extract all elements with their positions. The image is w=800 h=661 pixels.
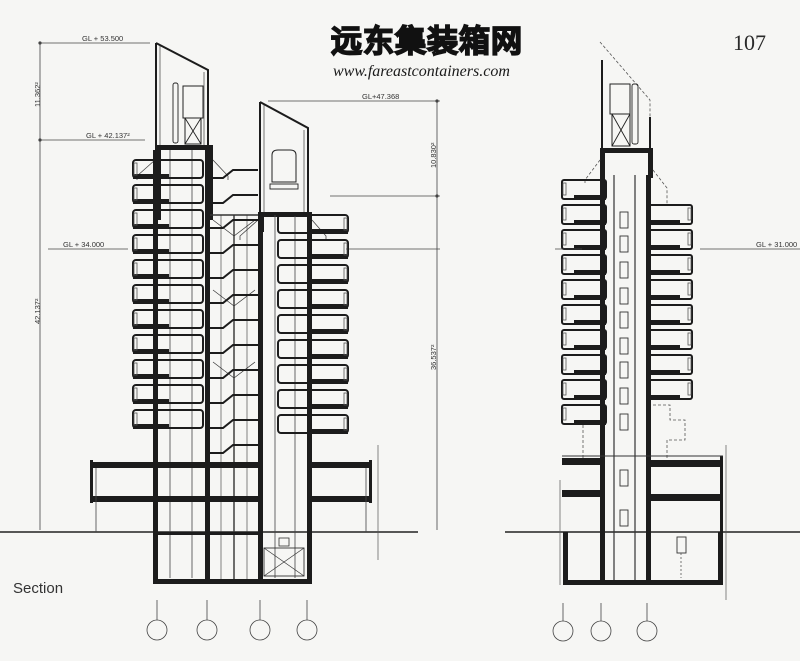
page-number: 107 <box>733 30 766 55</box>
left-tower-a <box>136 42 229 580</box>
right-basement <box>563 532 723 585</box>
level-label-gl-42137: GL + 42.137² <box>86 131 130 140</box>
level-label-gl-34000: GL + 34.000 <box>63 240 105 249</box>
figure-caption: Section <box>13 580 64 597</box>
right-grid-axes <box>552 603 658 642</box>
left-dimension-lines <box>38 41 440 530</box>
vertical-dim-11362: 11.362² <box>33 82 42 107</box>
right-tower <box>584 41 668 585</box>
left-capsules-east <box>277 214 349 435</box>
vertical-dim-10830: 10.830² <box>429 142 438 168</box>
level-label-gl-31000: GL + 31.000 <box>756 240 798 249</box>
left-capsules-west <box>132 159 204 430</box>
left-capsules-center <box>210 169 258 454</box>
level-label-gl-47368: GL+47.368 <box>362 92 400 101</box>
vertical-dim-42137: 42.137² <box>33 298 42 324</box>
vertical-dim-36537: 36.537² <box>429 344 438 370</box>
left-basement <box>153 532 312 584</box>
watermark-url: www.fareastcontainers.com <box>333 63 510 80</box>
right-capsules-east <box>647 204 693 401</box>
right-capsules-west <box>561 179 607 426</box>
left-grid-axes <box>146 600 318 641</box>
left-podium <box>90 445 379 560</box>
watermark-title: 远东集装箱网 <box>330 23 523 61</box>
level-label-gl-53500: GL + 53.500 <box>82 34 124 43</box>
right-podium <box>559 445 727 600</box>
